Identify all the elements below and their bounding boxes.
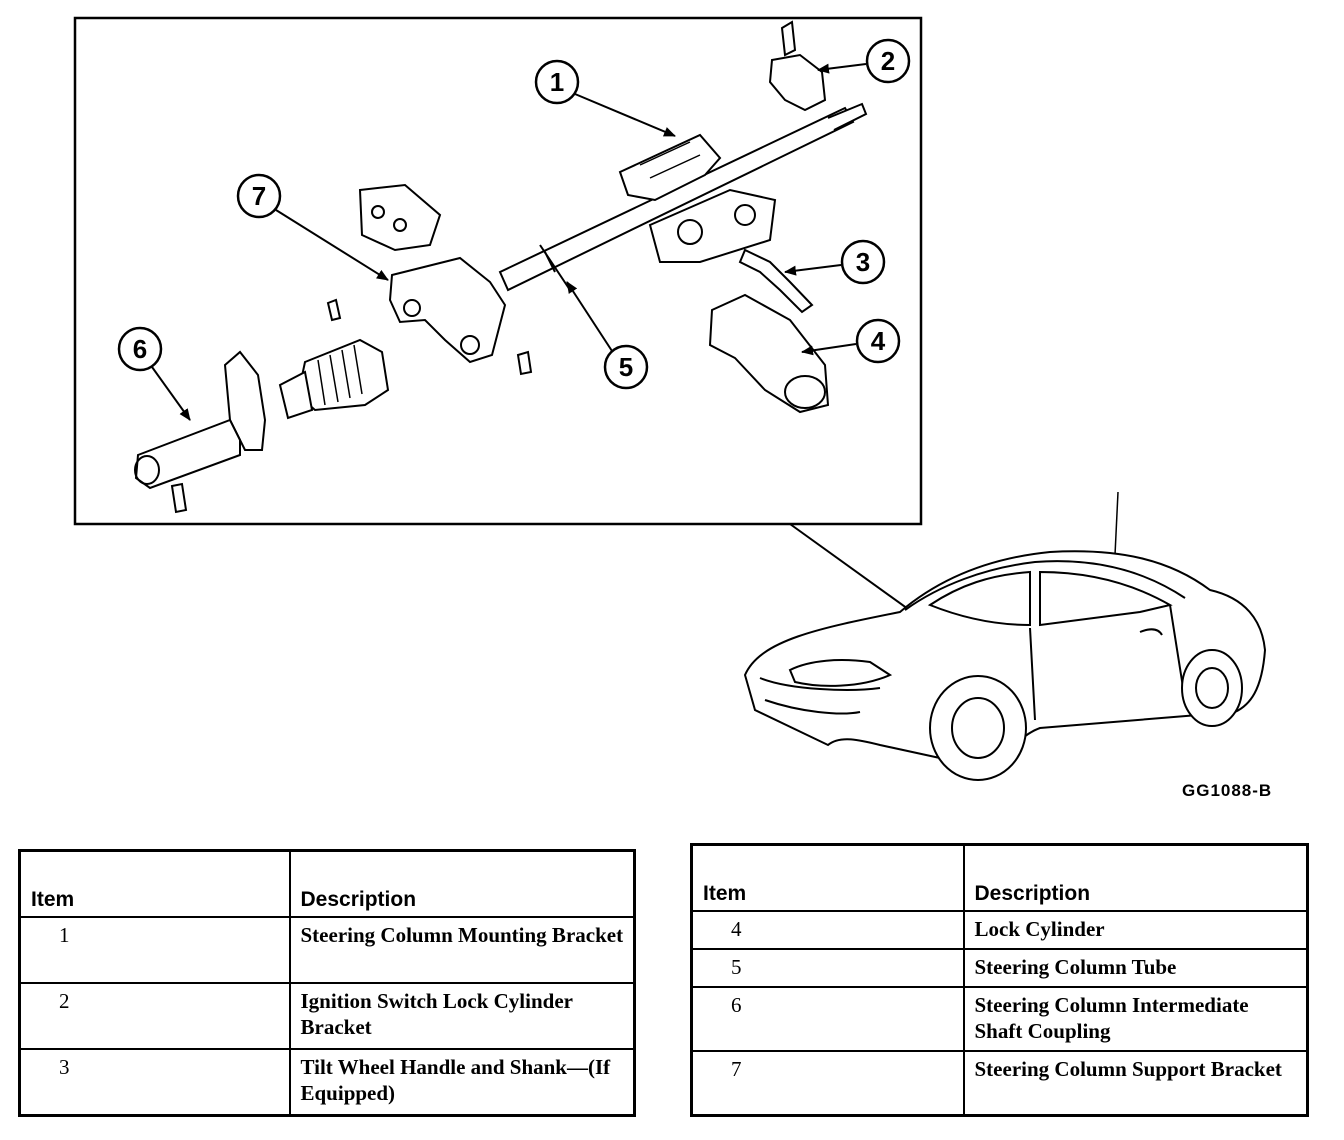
figure-code: GG1088-B xyxy=(1182,781,1272,800)
legend-header-row: Item Description xyxy=(18,849,636,918)
item-number: 6 xyxy=(690,986,965,1052)
description-header: Description xyxy=(962,843,1309,912)
table-row: 6 Steering Column Intermediate Shaft Cou… xyxy=(690,986,1309,1052)
item-description: Lock Cylinder xyxy=(962,910,1309,950)
svg-text:7: 7 xyxy=(252,181,266,211)
description-header: Description xyxy=(288,849,636,918)
callout-2: 2 xyxy=(817,38,911,84)
coupling-boot-shape xyxy=(296,338,390,412)
item-description: Steering Column Support Bracket xyxy=(962,1050,1309,1117)
item-description: Steering Column Tube xyxy=(962,948,1309,988)
table-row: 5 Steering Column Tube xyxy=(690,948,1309,988)
item-description: Tilt Wheel Handle and Shank—(If Equipped… xyxy=(288,1048,636,1117)
item-description: Ignition Switch Lock Cylinder Bracket xyxy=(288,982,636,1050)
item-number: 3 xyxy=(18,1048,291,1117)
legend-table-left: Item Description 1 Steering Column Mount… xyxy=(18,849,636,1117)
lower-bracket-shape xyxy=(388,256,507,364)
svg-text:1: 1 xyxy=(550,67,564,97)
item-number: 1 xyxy=(18,916,291,984)
tilt-handle-shape xyxy=(738,248,814,314)
item-number: 2 xyxy=(18,982,291,1050)
svg-text:5: 5 xyxy=(619,352,633,382)
u-joint-shape xyxy=(134,418,241,490)
item-header: Item xyxy=(18,849,291,918)
legend-header-row: Item Description xyxy=(690,843,1309,912)
table-row: 7 Steering Column Support Bracket xyxy=(690,1050,1309,1117)
column-tube xyxy=(498,106,855,292)
item-number: 7 xyxy=(690,1050,965,1117)
mounting-bracket-shape xyxy=(618,133,722,202)
item-header: Item xyxy=(690,843,965,912)
lock-cylinder-shape xyxy=(708,293,830,414)
support-bracket-shape xyxy=(358,183,442,252)
item-description: Steering Column Mounting Bracket xyxy=(288,916,636,984)
ignition-bracket-shape xyxy=(768,53,827,112)
callouts: 1 2 3 4 5 6 7 xyxy=(117,38,911,421)
exploded-view-frame xyxy=(73,16,923,526)
item-description: Steering Column Intermediate Shaft Coupl… xyxy=(962,986,1309,1052)
vehicle-illustration xyxy=(743,550,1267,781)
callout-1: 1 xyxy=(534,59,676,137)
item-number: 4 xyxy=(690,910,965,950)
svg-text:2: 2 xyxy=(881,46,895,76)
legend-table-right: Item Description 4 Lock Cylinder 5 Steer… xyxy=(690,843,1309,1117)
callout-6: 6 xyxy=(117,326,191,421)
antenna-line xyxy=(1114,491,1119,556)
svg-text:4: 4 xyxy=(871,326,886,356)
table-row: 4 Lock Cylinder xyxy=(690,910,1309,950)
callout-3: 3 xyxy=(784,239,886,285)
table-row: 3 Tilt Wheel Handle and Shank—(If Equipp… xyxy=(18,1048,636,1117)
table-row: 1 Steering Column Mounting Bracket xyxy=(18,916,636,984)
item-number: 5 xyxy=(690,948,965,988)
callout-4: 4 xyxy=(801,318,901,364)
callout-7: 7 xyxy=(236,173,389,281)
svg-text:3: 3 xyxy=(856,247,870,277)
table-row: 2 Ignition Switch Lock Cylinder Bracket xyxy=(18,982,636,1050)
steering-column-assembly xyxy=(134,20,868,514)
svg-text:6: 6 xyxy=(133,334,147,364)
callout-5: 5 xyxy=(566,281,649,390)
